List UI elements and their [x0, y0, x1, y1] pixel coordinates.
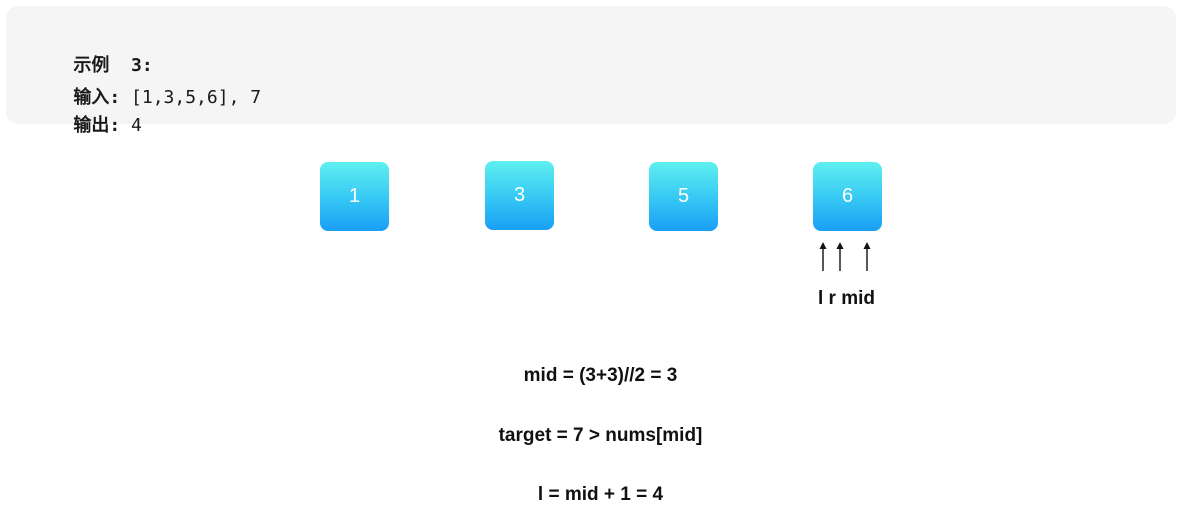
pointer-l-arrow-icon: [819, 242, 827, 271]
pointer-mid-arrow-icon: [863, 242, 871, 271]
example-title: 示例 3:: [30, 30, 153, 102]
example-output-line: 输出: 4: [30, 90, 142, 162]
input-value: [1,3,5,6], 7: [120, 87, 262, 108]
array-cell: 1: [320, 162, 389, 231]
array-cell: 5: [649, 162, 718, 231]
step-update-l: l = mid + 1 = 4: [537, 484, 664, 505]
output-value: 4: [120, 115, 142, 136]
example-title-text: 示例 3:: [73, 55, 153, 76]
step-compare: target = 7 > nums[mid]: [498, 425, 703, 446]
output-label: 输出:: [73, 115, 121, 136]
input-label: 输入:: [73, 87, 121, 108]
pointer-r-arrow-icon: [836, 242, 844, 271]
step-mid-calc: mid = (3+3)//2 = 3: [523, 365, 678, 386]
pointer-labels: l r mid: [818, 288, 876, 309]
example-input-line: 输入: [1,3,5,6], 7: [30, 62, 261, 134]
array-cell: 6: [813, 162, 882, 231]
array-cell: 3: [485, 161, 554, 230]
example-panel: 示例 3: 输入: [1,3,5,6], 7 输出: 4: [6, 6, 1176, 136]
